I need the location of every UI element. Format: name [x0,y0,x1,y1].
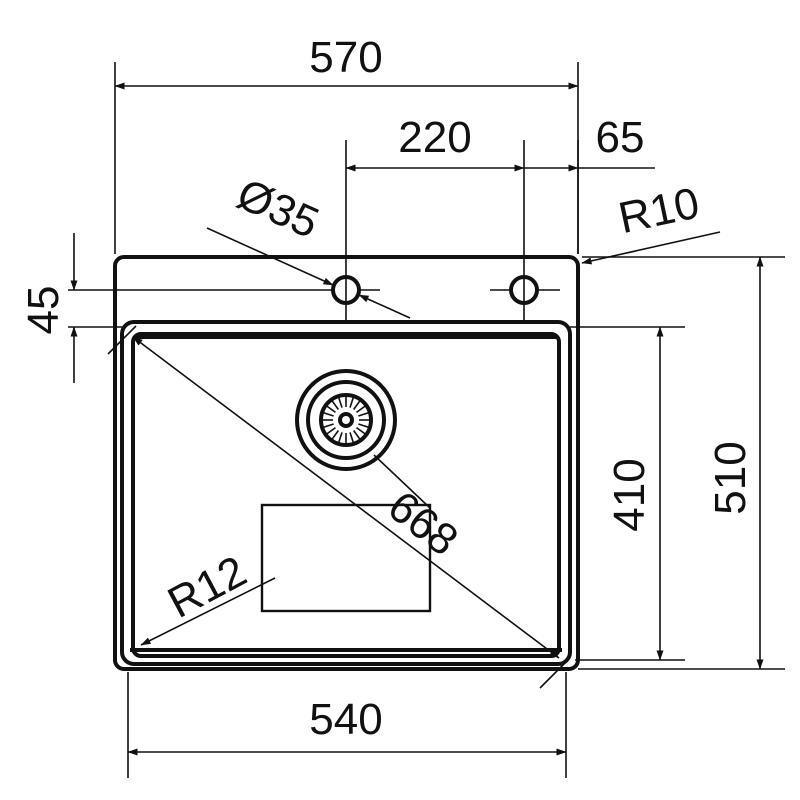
label-tap-hole-edge-offset: 65 [596,113,645,162]
dimension-lines [70,82,764,756]
drain-spoke [349,396,355,408]
drain-spoke [352,430,361,440]
drain-spoke [337,396,343,408]
label-corner-radius-bowl: R12 [160,547,254,628]
drain-spoke [331,400,340,410]
drain-spoke [322,423,334,429]
drain-spoke [358,411,370,417]
drain-spoke [331,430,340,440]
label-corner-radius-outer: R10 [614,178,703,243]
drain-spoke [356,405,366,414]
drain-spoke [322,411,334,417]
label-bowl-depth: 410 [605,458,654,531]
leader-diameter [206,227,334,286]
drain-spoke [326,426,336,435]
drain-spoke [326,405,336,414]
label-overall-width: 570 [309,33,382,82]
label-bowl-width: 540 [309,695,382,744]
drain-spoke [337,432,343,444]
label-bowl-diagonal: 668 [379,482,467,566]
label-tap-hole-spacing: 220 [398,113,471,162]
label-tap-hole-row-offset: 45 [19,286,68,335]
label-tap-hole-diameter: Ø35 [230,169,326,248]
drain-spoke [358,423,370,429]
drain-spoke [349,432,355,444]
leader-r10 [581,231,721,265]
drain-spoke [352,400,361,410]
drain-icon [295,369,397,471]
label-overall-depth: 510 [706,441,755,514]
drain-spoke [356,426,366,435]
dim-line-668 [132,336,560,659]
